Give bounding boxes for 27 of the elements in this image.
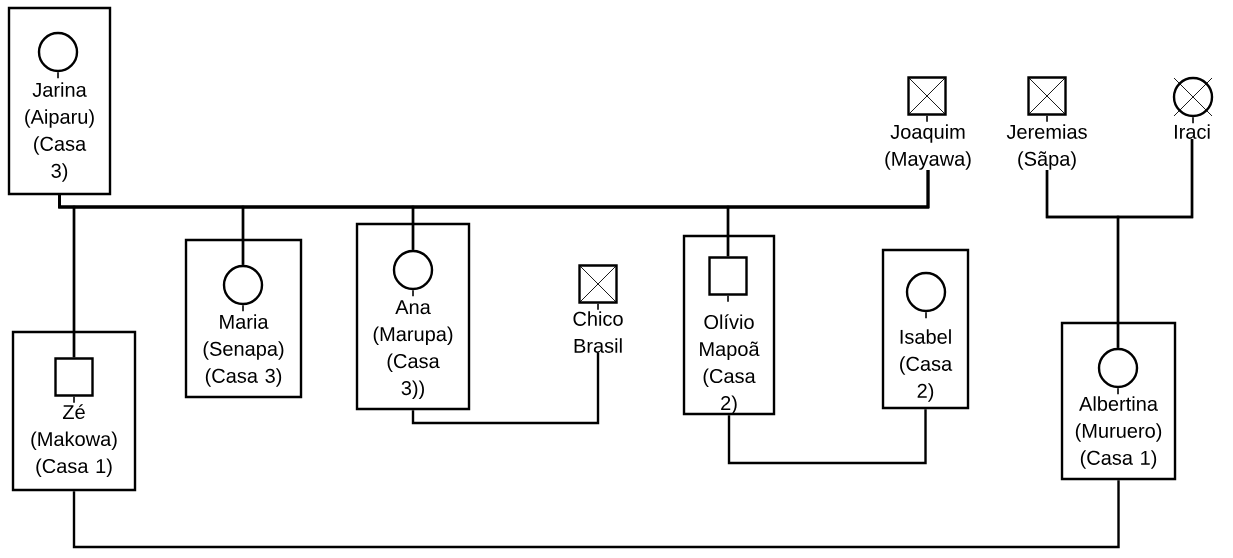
kinship-line (1116, 139, 1194, 348)
circle-symbol (392, 249, 434, 297)
circle-symbol (905, 271, 947, 319)
person-box: Jarina (Aiparu) (Casa 3) (7, 6, 112, 196)
crossed-square-symbol (907, 76, 947, 123)
circle-symbol (37, 31, 79, 79)
kinship-line (72, 480, 1120, 549)
person-box: Albertina (Muruero) (Casa 1) (1060, 321, 1177, 481)
person-box: Zé (Makowa) (Casa 1) (11, 330, 137, 492)
person-box: Ana (Marupa) (Casa 3)) (355, 222, 471, 411)
circle-symbol (1097, 347, 1139, 395)
crossed-square-symbol (1027, 76, 1067, 123)
person-box: Olívio Mapoã (Casa 2) (682, 234, 776, 416)
kinship-line (72, 170, 930, 358)
circle-symbol (222, 264, 264, 312)
square-symbol (54, 357, 94, 404)
name-label: Chico Brasil (573, 311, 623, 353)
person-box: Isabel (Casa 2) (881, 248, 970, 410)
crossed-square-symbol (578, 264, 618, 311)
kinship-line (411, 353, 600, 425)
name-label: Joaquim (Mayawa) (885, 124, 971, 170)
person-box: Maria (Senapa) (Casa 3) (184, 238, 303, 399)
square-symbol (708, 256, 748, 303)
kinship-line (727, 409, 927, 465)
name-label: Iraci (1174, 124, 1210, 139)
name-label: Jeremias (Sãpa) (1006, 124, 1087, 170)
crossed-circle-symbol (1172, 76, 1214, 124)
